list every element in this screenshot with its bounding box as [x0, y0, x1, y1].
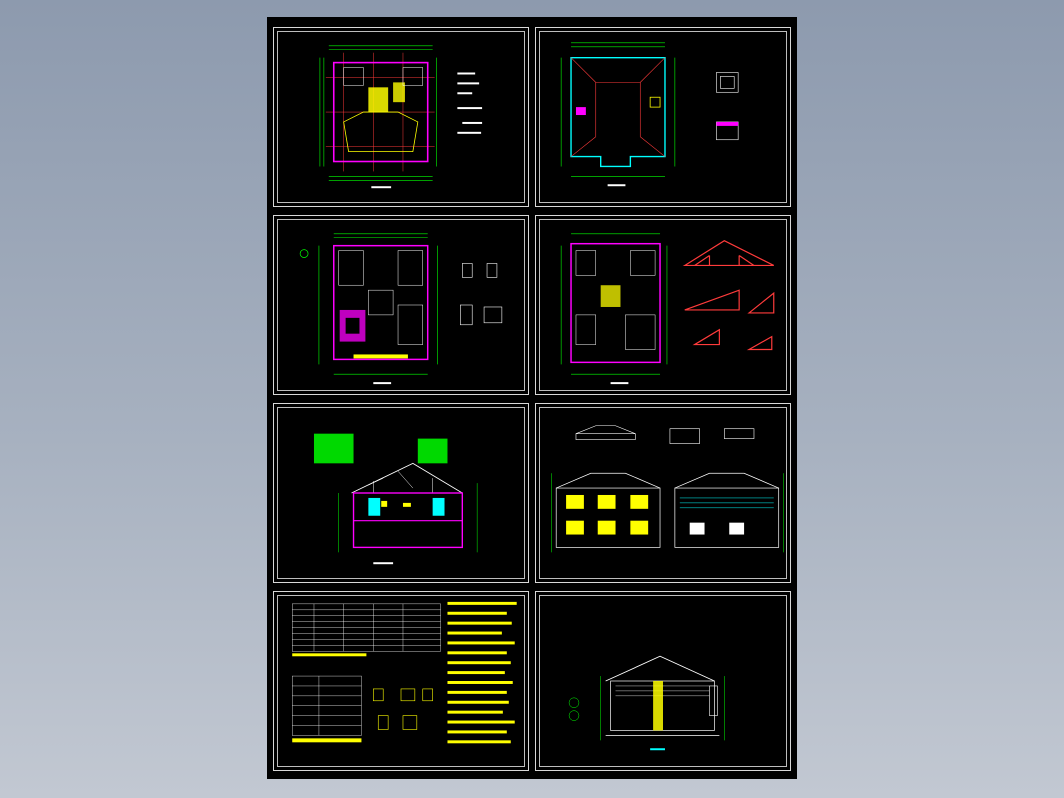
schedules-drawing [292, 601, 517, 744]
first-floor-drawing [299, 233, 503, 385]
sheet-6-elevations[interactable] [535, 403, 791, 583]
sheet-2-roof-plan[interactable] [535, 27, 791, 207]
drawing-sheet [267, 17, 797, 779]
section-drawing [313, 433, 478, 565]
elevations-drawing [551, 425, 784, 553]
roof-plan-drawing [560, 42, 739, 187]
side-elevation-drawing [568, 655, 725, 751]
sheet-3-first-floor-plan[interactable] [273, 215, 529, 395]
sheet-1-ground-floor-plan[interactable] [273, 27, 529, 207]
floor-plan-drawing [319, 45, 483, 189]
sheet-5-section[interactable] [273, 403, 529, 583]
sheet-8-side-elevation[interactable] [535, 591, 791, 771]
sheet-7-schedules-and-notes[interactable] [273, 591, 529, 771]
trusses-drawing [560, 233, 775, 385]
sheet-4-floor-plan-and-trusses[interactable] [535, 215, 791, 395]
